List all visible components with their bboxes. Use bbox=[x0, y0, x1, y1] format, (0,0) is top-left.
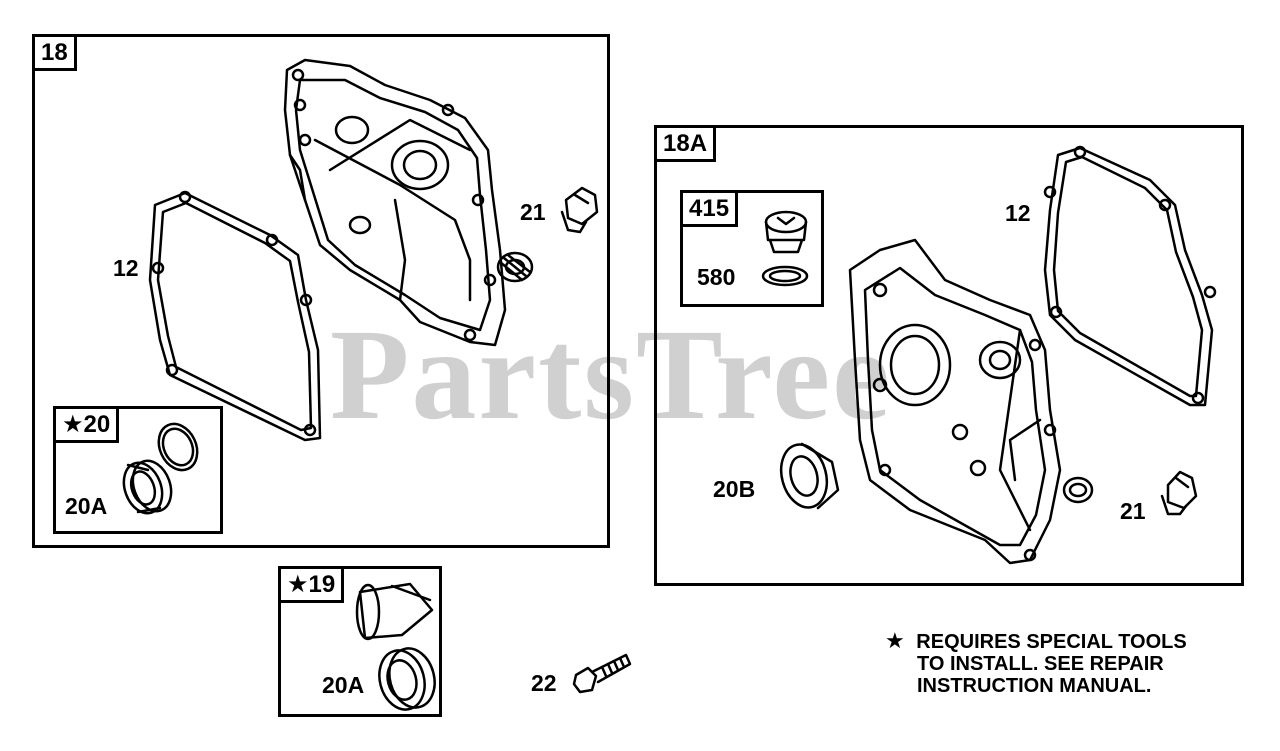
part-label-20a-left: 20A bbox=[65, 493, 108, 519]
note-line-2: TO INSTALL. SEE REPAIR bbox=[917, 653, 1164, 675]
bolt-icon bbox=[572, 653, 632, 694]
part-label-21-left: 21 bbox=[520, 199, 546, 225]
oil-seal-bottom-icon bbox=[378, 647, 436, 711]
part-label-20b: 20B bbox=[713, 476, 756, 502]
group-20-label: ★20 bbox=[53, 406, 120, 443]
note-line-1: REQUIRES SPECIAL TOOLS bbox=[916, 631, 1187, 653]
part-label-22: 22 bbox=[531, 670, 557, 696]
oil-plug-icon bbox=[764, 210, 808, 254]
group-19-box: ★19 bbox=[278, 566, 442, 717]
bushing-icon bbox=[355, 582, 434, 641]
note-line-3: INSTRUCTION MANUAL. bbox=[917, 675, 1152, 697]
special-tools-note: ★ REQUIRES SPECIAL TOOLS TO INSTALL. SEE… bbox=[885, 628, 1187, 698]
part-label-580: 580 bbox=[697, 264, 736, 290]
group-18-label: 18 bbox=[32, 34, 77, 71]
gasket-icon bbox=[148, 190, 322, 442]
plug-right-icon bbox=[1160, 470, 1198, 516]
seal-ring-icon bbox=[157, 422, 199, 472]
seal-20b-icon bbox=[779, 442, 840, 510]
part-label-12-right: 12 bbox=[1005, 200, 1031, 226]
gasket-right-icon bbox=[1043, 145, 1217, 407]
part-label-20a-bottom: 20A bbox=[322, 672, 365, 698]
part-label-21-right: 21 bbox=[1120, 498, 1146, 524]
group-18a-label: 18A bbox=[654, 125, 717, 162]
group-18a-box: 18A bbox=[654, 125, 1244, 586]
part-label-12-left: 12 bbox=[113, 255, 139, 281]
group-415-label: 415 bbox=[680, 190, 739, 227]
crankcase-cover-icon bbox=[283, 58, 534, 347]
group-415-box: 415 bbox=[680, 190, 824, 307]
group-19-label: ★19 bbox=[278, 566, 345, 603]
group-18-box: 18 bbox=[32, 34, 610, 548]
plug-icon bbox=[560, 186, 599, 234]
oil-seal-icon bbox=[122, 459, 173, 515]
crankcase-right-icon bbox=[848, 238, 1094, 565]
star-icon: ★ bbox=[885, 628, 905, 653]
group-20-box: ★20 bbox=[53, 406, 223, 534]
washer-icon bbox=[761, 265, 809, 287]
